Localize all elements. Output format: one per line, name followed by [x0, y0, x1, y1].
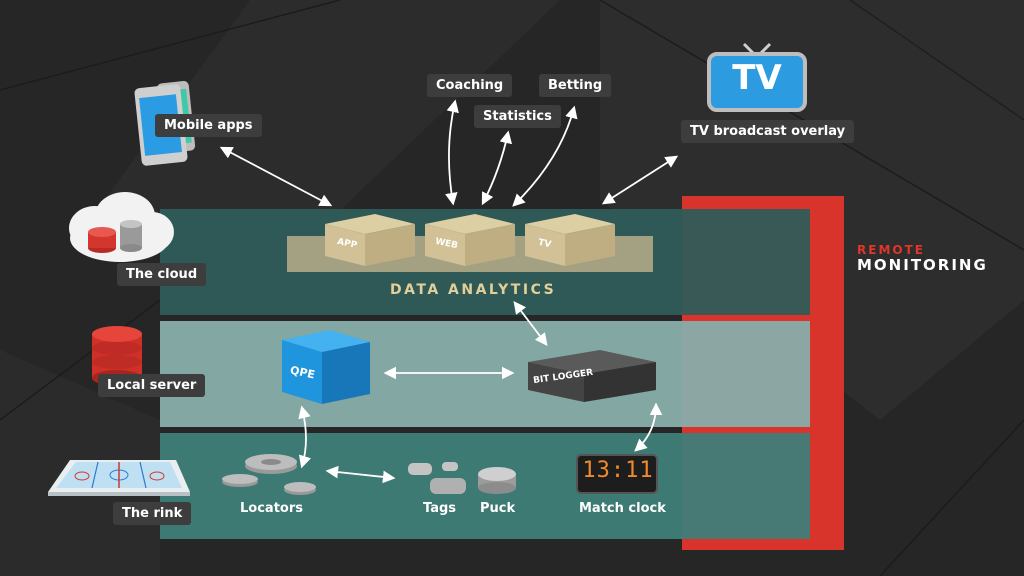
qpe-cube — [282, 330, 370, 404]
the-rink-label: The rink — [113, 502, 192, 525]
the-cloud-label: The cloud — [117, 263, 207, 286]
match-clock-display: 13:11 — [582, 458, 654, 483]
tv-icon-text: TV — [732, 58, 782, 98]
puck-icon — [478, 467, 516, 494]
monitoring-label: MONITORING — [857, 256, 988, 274]
match-clock-label: Match clock — [579, 501, 666, 516]
tv-icon — [707, 42, 807, 112]
locators-label: Locators — [240, 501, 303, 516]
rink-icon — [48, 460, 190, 496]
data-analytics-title: DATA ANALYTICS — [390, 282, 557, 298]
match-clock-icon — [576, 454, 658, 494]
betting-label: Betting — [539, 74, 612, 97]
statistics-label: Statistics — [474, 105, 561, 128]
local-server-label: Local server — [98, 374, 206, 397]
web-box — [425, 214, 515, 266]
mobile-apps-label: Mobile apps — [155, 114, 262, 137]
remote-label: REMOTE — [857, 243, 925, 257]
locators-icon — [222, 454, 316, 495]
puck-label: Puck — [480, 501, 516, 516]
tags-icon — [408, 462, 466, 494]
tags-label: Tags — [423, 501, 457, 516]
app-box — [325, 214, 415, 266]
tv-broadcast-overlay-label: TV broadcast overlay — [681, 120, 855, 143]
bit-logger-box — [528, 350, 656, 402]
coaching-label: Coaching — [427, 74, 513, 97]
connection-arrows — [219, 99, 679, 484]
cloud-icon — [69, 192, 174, 262]
tv-box — [525, 214, 615, 266]
